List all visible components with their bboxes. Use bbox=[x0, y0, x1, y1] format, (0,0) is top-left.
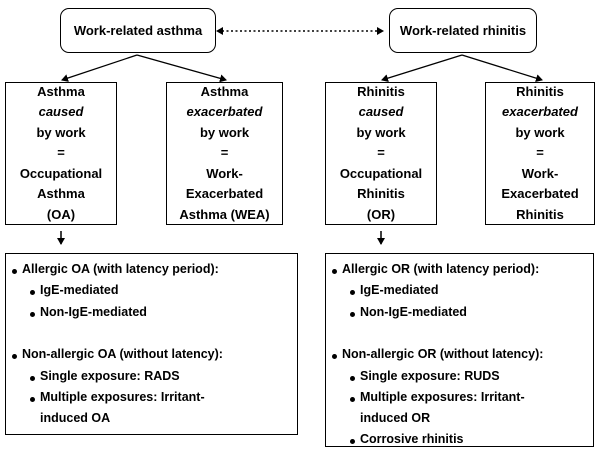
or-line-3: by work bbox=[356, 124, 406, 140]
oa-line-7: (OA) bbox=[46, 206, 76, 222]
oa-line-4: = bbox=[57, 145, 65, 161]
oa-line-1: Asthma bbox=[37, 83, 85, 99]
bullet bbox=[332, 354, 337, 359]
occupational-rhinitis-box: Rhinitis caused by work = Occupational R… bbox=[325, 82, 437, 225]
allergic-or-item: Allergic OR (with latency period): bbox=[342, 262, 540, 276]
arrow-asthma-to-wea bbox=[136, 54, 227, 83]
or-line-4: = bbox=[377, 145, 385, 161]
bullet bbox=[30, 312, 35, 317]
wer-line-7: Rhinitis bbox=[516, 206, 564, 222]
wea-line-1: Asthma bbox=[200, 83, 249, 99]
wer-line-1: Rhinitis bbox=[516, 83, 564, 99]
bullet bbox=[12, 354, 17, 359]
arrow-rhinitis-to-or bbox=[381, 54, 463, 83]
single-exposure-item: Single exposure: RUDS bbox=[360, 369, 500, 383]
work-related-asthma-box: Work-related asthma bbox=[60, 8, 216, 53]
or-line-2: caused bbox=[358, 104, 404, 120]
wea-line-2: exacerbated bbox=[186, 104, 263, 120]
corrosive-rhinitis-item: Corrosive rhinitis bbox=[360, 432, 464, 446]
wer-line-6: Exacerbated bbox=[501, 186, 579, 202]
or-line-5: Occupational bbox=[339, 165, 423, 181]
asthma-details-box: Allergic OA (with latency period): IgE-m… bbox=[5, 253, 298, 435]
work-exacerbated-asthma-box: Asthma exacerbated by work = Work- Exace… bbox=[166, 82, 283, 225]
multiple-exposures-item-cont: induced OA bbox=[40, 411, 111, 425]
non-allergic-or-item: Non-allergic OR (without latency): bbox=[342, 347, 544, 361]
oa-line-6: Asthma bbox=[37, 186, 85, 202]
bullet bbox=[350, 439, 355, 444]
or-line-6: Rhinitis bbox=[357, 186, 405, 202]
wer-line-5: Work- bbox=[521, 165, 559, 181]
bullet bbox=[30, 397, 35, 402]
multiple-exposures-item-cont: induced OR bbox=[360, 411, 431, 425]
work-exacerbated-rhinitis-box: Rhinitis exacerbated by work = Work- Exa… bbox=[485, 82, 595, 225]
wea-line-4: = bbox=[220, 145, 229, 161]
oa-line-2: caused bbox=[38, 104, 84, 120]
occupational-asthma-box: Asthma caused by work = Occupational Ast… bbox=[5, 82, 117, 225]
ige-mediated-item: IgE-mediated bbox=[40, 283, 119, 297]
oa-line-5: Occupational bbox=[19, 165, 103, 181]
wea-line-7: Asthma (WEA) bbox=[179, 206, 270, 222]
multiple-exposures-item: Multiple exposures: Irritant- bbox=[360, 390, 525, 404]
bullet bbox=[12, 269, 17, 274]
bullet bbox=[332, 269, 337, 274]
work-related-asthma-label: Work-related asthma bbox=[73, 23, 203, 38]
single-exposure-item: Single exposure: RADS bbox=[40, 369, 180, 383]
or-line-1: Rhinitis bbox=[357, 83, 405, 99]
non-allergic-oa-item: Non-allergic OA (without latency): bbox=[22, 347, 223, 361]
wea-line-3: by work bbox=[199, 124, 250, 140]
wer-line-4: = bbox=[536, 145, 544, 161]
bullet bbox=[350, 397, 355, 402]
bullet bbox=[30, 290, 35, 295]
wer-line-2: exacerbated bbox=[502, 104, 578, 120]
wea-line-6: Exacerbated bbox=[185, 186, 264, 202]
ige-mediated-item: IgE-mediated bbox=[360, 283, 439, 297]
bullet bbox=[350, 312, 355, 317]
bullet bbox=[350, 376, 355, 381]
non-ige-mediated-item: Non-IgE-mediated bbox=[40, 305, 147, 319]
arrow-asthma-to-oa bbox=[61, 54, 138, 82]
bullet bbox=[350, 290, 355, 295]
bullet bbox=[30, 376, 35, 381]
non-ige-mediated-item: Non-IgE-mediated bbox=[360, 305, 467, 319]
wer-line-3: by work bbox=[515, 124, 565, 140]
allergic-oa-item: Allergic OA (with latency period): bbox=[22, 262, 219, 276]
wea-line-5: Work- bbox=[206, 165, 243, 181]
or-line-7: (OR) bbox=[366, 206, 396, 222]
rhinitis-details-box: Allergic OR (with latency period): IgE-m… bbox=[325, 253, 594, 447]
oa-line-3: by work bbox=[36, 124, 86, 140]
multiple-exposures-item: Multiple exposures: Irritant- bbox=[40, 390, 205, 404]
arrow-rhinitis-to-wer bbox=[461, 54, 543, 83]
work-related-rhinitis-box: Work-related rhinitis bbox=[389, 8, 537, 53]
work-related-rhinitis-label: Work-related rhinitis bbox=[399, 23, 527, 38]
